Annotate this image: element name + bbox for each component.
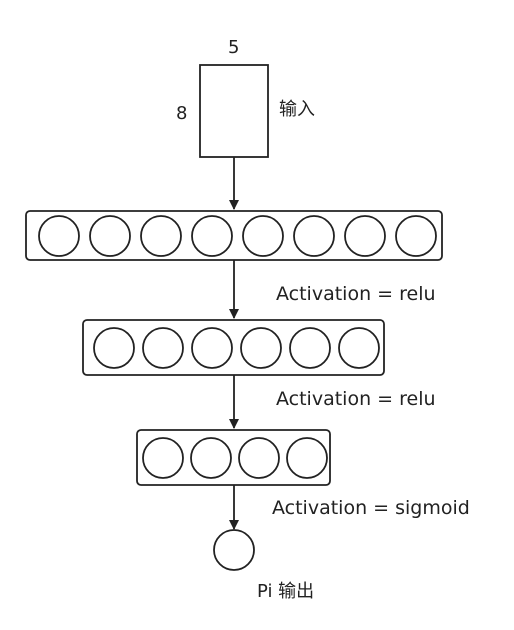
output-neuron — [213, 529, 255, 571]
layer-3-neurons — [142, 437, 328, 479]
layer-3 — [136, 429, 331, 486]
layer-2-neuron-4 — [240, 327, 282, 369]
layer-3-neuron-2 — [190, 437, 232, 479]
output-label: Pi 输出 — [257, 581, 315, 602]
layer-1-neuron-3 — [140, 215, 182, 257]
layer-2-neuron-3 — [191, 327, 233, 369]
layer-2-neuron-5 — [289, 327, 331, 369]
layer-2-neuron-6 — [338, 327, 380, 369]
layer-1-neuron-2 — [89, 215, 131, 257]
layer-2-activation-label: Activation = relu — [276, 388, 436, 410]
layer-1 — [25, 210, 443, 261]
layer-3-neuron-4 — [286, 437, 328, 479]
input-height-label: 8 — [176, 103, 188, 124]
layer-2-box — [82, 319, 385, 376]
layer-1-neuron-7 — [344, 215, 386, 257]
layer-2-neuron-2 — [142, 327, 184, 369]
layer-2 — [82, 319, 385, 376]
layer-1-neuron-6 — [293, 215, 335, 257]
layer-1-neuron-1 — [38, 215, 80, 257]
layer-1-neurons — [38, 215, 437, 257]
layer-1-neuron-5 — [242, 215, 284, 257]
layer-3-neuron-3 — [238, 437, 280, 479]
layer-3-neuron-1 — [142, 437, 184, 479]
layer-1-neuron-8 — [395, 215, 437, 257]
input-box — [199, 64, 269, 158]
input-width-label: 5 — [228, 37, 240, 58]
layer-1-neuron-4 — [191, 215, 233, 257]
layer-2-neuron-1 — [93, 327, 135, 369]
layer-3-activation-label: Activation = sigmoid — [272, 497, 470, 519]
layer-1-activation-label: Activation = relu — [276, 283, 436, 305]
layer-3-box — [136, 429, 331, 486]
layer-1-box — [25, 210, 443, 261]
input-label: 输入 — [279, 99, 315, 120]
layer-2-neurons — [93, 327, 380, 369]
